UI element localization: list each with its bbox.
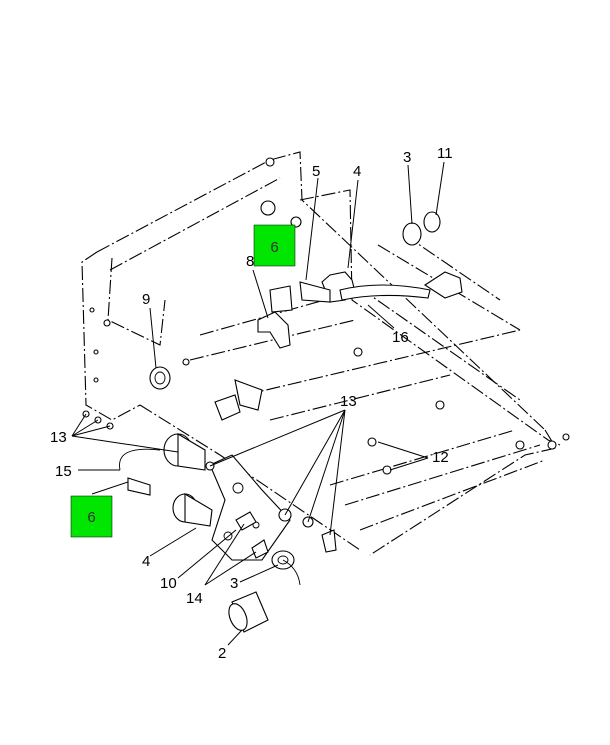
frame-hardware	[89, 157, 570, 475]
clamp-part-3	[271, 211, 441, 586]
actuator-rod-part-16	[299, 271, 463, 303]
callout-15: 15	[55, 463, 72, 480]
callout-4-top: 4	[353, 163, 361, 180]
callout-14: 14	[186, 590, 203, 607]
callout-2: 2	[218, 645, 226, 662]
cable-part-15	[119, 448, 161, 496]
mounting-bracket	[209, 454, 291, 561]
bolts-part-14	[235, 511, 269, 559]
callout-9: 9	[142, 291, 150, 308]
grommet-part-9	[149, 366, 171, 390]
callout-3-bottom: 3	[230, 575, 238, 592]
callout-10: 10	[160, 575, 177, 592]
cable-handle	[214, 379, 263, 421]
leader-lines	[71, 161, 445, 646]
highlight-label: 6	[270, 239, 278, 256]
callout-5: 5	[312, 163, 320, 180]
highlight-part-6-top[interactable]: 6	[253, 224, 296, 267]
callout-labels: 5 4 3 11 8 9 16 13 13 12 15 4 10 3 14 2	[50, 145, 453, 662]
spool-fitting	[163, 433, 213, 527]
fasteners-part-13	[82, 410, 337, 553]
callout-16: 16	[392, 329, 409, 346]
callout-4-bottom: 4	[142, 553, 150, 570]
callout-8: 8	[246, 253, 254, 270]
highlight-label: 6	[87, 509, 95, 526]
sleeve-part-2	[228, 591, 269, 633]
frame-outline	[81, 151, 561, 556]
callout-3-top: 3	[403, 149, 411, 166]
callout-13-mid: 13	[340, 393, 357, 410]
callout-13-left: 13	[50, 429, 67, 446]
highlight-part-6-bottom[interactable]: 6	[70, 495, 113, 538]
callout-11: 11	[437, 145, 453, 162]
callout-12: 12	[432, 449, 449, 466]
elbow-fitting-part-8	[257, 285, 293, 349]
